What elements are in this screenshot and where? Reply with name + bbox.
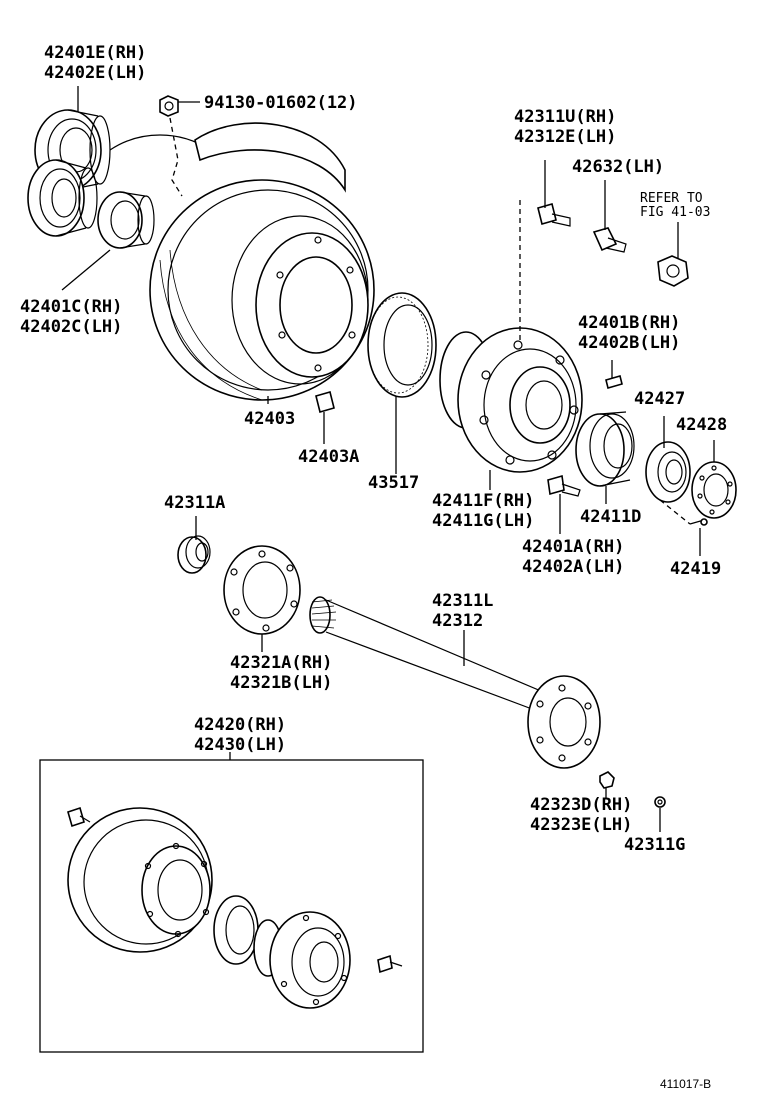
- label-42401B: 42401B(RH): [578, 313, 680, 333]
- bearing-42411D: [575, 411, 635, 487]
- label-42411G: 42411G(LH): [432, 511, 534, 531]
- label-fig: FIG 41-03: [640, 205, 710, 220]
- washer-42311G: [654, 796, 666, 808]
- label-42411D: 42411D: [580, 507, 641, 527]
- label-42420: 42420(RH): [194, 715, 286, 735]
- label-42312E: 42312E(LH): [514, 127, 616, 147]
- hub-bolt-42311U: [519, 200, 571, 340]
- bearing-race: [97, 191, 155, 249]
- leader-lines: [61, 86, 715, 832]
- retainer-42428: [691, 461, 737, 519]
- pin-42401B: [605, 375, 623, 389]
- nut-42323D: [599, 771, 615, 789]
- hub-bolt-42632: [592, 227, 627, 253]
- nut-refer-fig: [657, 255, 689, 287]
- nut-94130: [159, 95, 183, 197]
- label-42428: 42428: [676, 415, 727, 435]
- screw-42419: [659, 499, 708, 526]
- label-42427: 42427: [634, 389, 685, 409]
- label-42323E: 42323E(LH): [530, 815, 632, 835]
- label-42402B: 42402B(LH): [578, 333, 680, 353]
- label-42403A: 42403A: [298, 447, 359, 467]
- bearing-42311A: [177, 535, 211, 574]
- label-42321A: 42321A(RH): [230, 653, 332, 673]
- label-42321B: 42321B(LH): [230, 673, 332, 693]
- label-42311G: 42311G: [624, 835, 685, 855]
- label-42311L: 42311L: [432, 591, 493, 611]
- abs-rotor-43517: [367, 292, 437, 398]
- label-43517: 43517: [368, 473, 419, 493]
- label-refer-to: REFER TO: [640, 191, 703, 206]
- figure-code: 411017-B: [660, 1077, 711, 1091]
- label-42311U: 42311U(RH): [514, 107, 616, 127]
- label-42402A: 42402A(LH): [522, 557, 624, 577]
- label-42312: 42312: [432, 611, 483, 631]
- label-42401A: 42401A(RH): [522, 537, 624, 557]
- label-42430: 42430(LH): [194, 735, 286, 755]
- label-42401E: 42401E(RH): [44, 43, 146, 63]
- label-42402E: 42402E(LH): [44, 63, 146, 83]
- label-42419: 42419: [670, 559, 721, 579]
- label-42323D: 42323D(RH): [530, 795, 632, 815]
- stud-42401A: [547, 474, 581, 497]
- label-42403: 42403: [244, 409, 295, 429]
- bearing-outer-42401C: [27, 159, 98, 237]
- plug-42403A: [315, 391, 335, 413]
- brake-drum-42403: [109, 122, 375, 401]
- axle-shaft-42311L: [309, 596, 601, 769]
- bearing-42427: [645, 441, 691, 503]
- label-42402C: 42402C(LH): [20, 317, 122, 337]
- label-94130: 94130-01602(12): [204, 93, 358, 113]
- label-42311A: 42311A: [164, 493, 225, 513]
- gasket-42321A: [223, 545, 301, 635]
- label-42411F: 42411F(RH): [432, 491, 534, 511]
- assembly-box-42420: [39, 759, 424, 1053]
- label-42632: 42632(LH): [572, 157, 664, 177]
- label-42401C: 42401C(RH): [20, 297, 122, 317]
- axle-hub-42411F: [439, 327, 583, 473]
